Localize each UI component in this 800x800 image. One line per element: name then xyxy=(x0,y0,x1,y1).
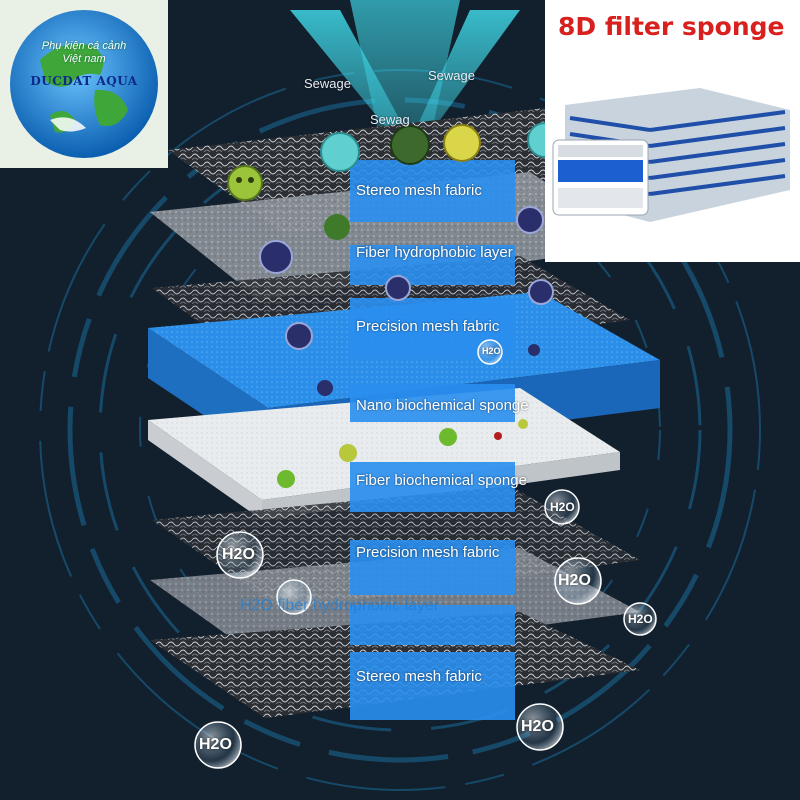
water-bubble-label: H2O xyxy=(558,572,591,589)
layer-label-8: Stereo mesh fabric xyxy=(356,668,482,685)
layer-label-3: Precision mesh fabric xyxy=(356,318,500,335)
layer-label-1: Stereo mesh fabric xyxy=(356,182,482,199)
layer-label-5: Fiber biochemical sponge xyxy=(356,472,527,489)
inflow-label-left: Sewage xyxy=(304,76,351,91)
product-title: 8D filter sponge xyxy=(558,12,785,41)
water-bubble-label: H2O xyxy=(550,500,575,514)
logo-tagline-line1: Phụ kiện cá cảnh xyxy=(41,40,127,52)
logo-brand-name: DUCDAT AQUA xyxy=(30,74,138,88)
water-bubble-label: H2O xyxy=(199,736,232,753)
layer-label-4: Nano biochemical sponge xyxy=(356,397,529,414)
water-bubble-label: H2O xyxy=(521,718,554,735)
water-bubble-label: H2O xyxy=(482,346,501,356)
layer-label-2: Fiber hydrophobic layer xyxy=(356,244,513,261)
water-bubble-label: H2O xyxy=(222,546,255,563)
inflow-label-center: Sewag xyxy=(370,112,410,127)
water-bubble-label: H2O xyxy=(628,612,653,626)
inflow-label-right: Sewage xyxy=(428,68,475,83)
layer-label-7: H2O fiber hydrophobic layer xyxy=(240,597,440,614)
product-photo-panel: 8D filter sponge xyxy=(545,0,800,262)
layer-label-6: Precision mesh fabric xyxy=(356,544,500,561)
brand-logo: Phụ kiện cá cảnh Việt nam DUCDAT AQUA xyxy=(0,0,168,168)
logo-tagline-line2: Việt nam xyxy=(62,53,106,65)
